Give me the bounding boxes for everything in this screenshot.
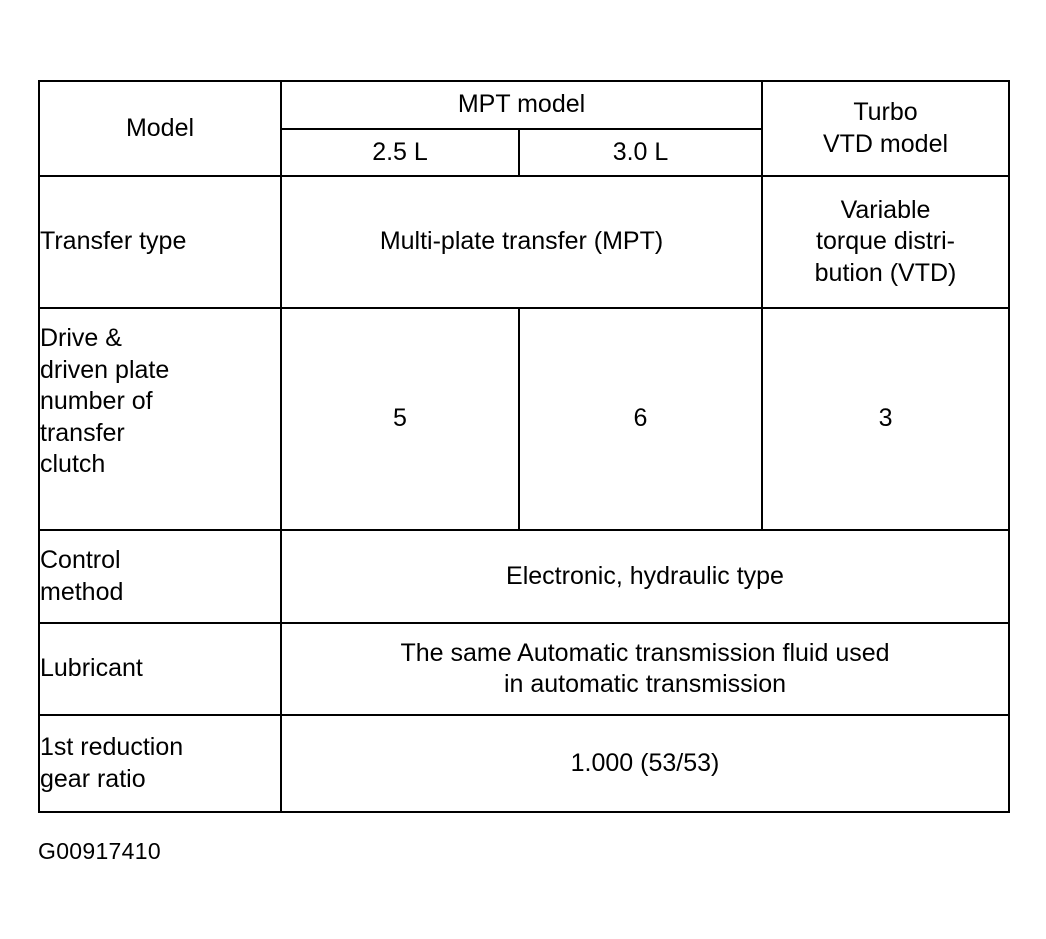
header-cell-displacement-2-5l: 2.5 L (280, 128, 520, 177)
table-row: 1st reduction gear ratio 1.000 (53/53) (38, 714, 1011, 813)
table-row: Control method Electronic, hydraulic typ… (38, 529, 1011, 624)
header-cell-model: Model (38, 80, 282, 177)
header-cell-mpt-model-group: MPT model (279, 80, 764, 130)
cell-lubricant-value: The same Automatic transmission fluid us… (279, 622, 1011, 716)
cell-plate-number-vtd: 3 (761, 307, 1011, 531)
cell-first-reduction-gear-ratio-value: 1.000 (53/53) (279, 714, 1011, 813)
cell-plate-number-2-5l: 5 (280, 307, 520, 531)
row-label-lubricant: Lubricant (38, 622, 282, 716)
cell-transfer-type-vtd: Variable torque distri- bution (VTD) (761, 175, 1011, 309)
table-header-row-secondary: 2.5 L 3.0 L (39, 128, 1009, 177)
cell-plate-number-3-0l: 6 (517, 307, 764, 531)
cell-transfer-type-mpt: Multi-plate transfer (MPT) (279, 175, 764, 309)
row-label-control-method: Control method (38, 529, 282, 624)
cell-control-method-value: Electronic, hydraulic type (279, 529, 1011, 624)
header-cell-turbo-vtd-model: Turbo VTD model (761, 80, 1011, 177)
transfer-specifications-table: Model MPT model Turbo VTD model 2.5 L 3.… (38, 80, 1011, 813)
figure-id-caption: G00917410 (38, 838, 161, 864)
table-row: Transfer type Multi-plate transfer (MPT)… (38, 175, 1011, 309)
row-label-first-reduction-gear-ratio: 1st reduction gear ratio (38, 714, 282, 813)
row-label-transfer-type: Transfer type (38, 175, 282, 309)
row-label-drive-driven-plate-number: Drive & driven plate number of transfer … (38, 307, 282, 531)
table-header-row-primary: Model MPT model Turbo VTD model (38, 80, 1011, 177)
header-cell-displacement-3-0l: 3.0 L (517, 128, 764, 177)
table-row: Lubricant The same Automatic transmissio… (38, 622, 1011, 716)
table-row: Drive & driven plate number of transfer … (38, 307, 1011, 531)
